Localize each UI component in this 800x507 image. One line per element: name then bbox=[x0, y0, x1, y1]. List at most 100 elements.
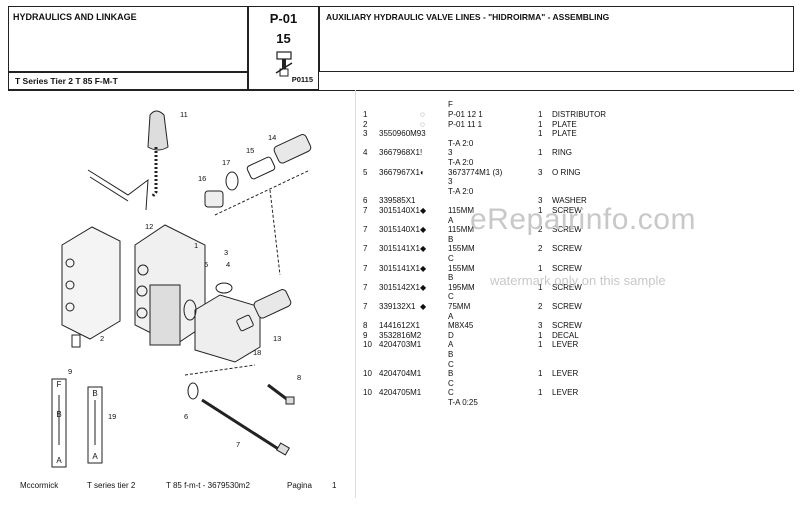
description: SCREW bbox=[552, 206, 582, 215]
part-number: 3015141X1 bbox=[379, 263, 420, 273]
reference: B bbox=[448, 234, 454, 244]
part-number: 4204704M1 bbox=[379, 369, 422, 379]
quantity: 1 bbox=[538, 129, 543, 139]
callout: 1 bbox=[194, 241, 198, 250]
page-code: P-01 bbox=[269, 11, 298, 26]
indicator-right-a: A bbox=[92, 452, 98, 461]
indicator-left-b: B bbox=[56, 410, 61, 419]
column-divider bbox=[355, 90, 356, 498]
quantity: 1 bbox=[538, 282, 543, 292]
reference: 115MM bbox=[448, 206, 475, 215]
circle-icon: ◌ bbox=[420, 119, 425, 129]
reference: P-01 11 1 bbox=[448, 119, 483, 129]
diamond-icon: ◆ bbox=[420, 244, 427, 254]
callout: 9 bbox=[68, 367, 72, 376]
section-header: HYDRAULICS AND LINKAGE bbox=[8, 6, 248, 72]
diamond-icon: ◆ bbox=[420, 206, 427, 215]
description: LEVER bbox=[552, 388, 579, 398]
callout: 8 bbox=[297, 373, 301, 382]
dotcircle-icon: ◐ bbox=[420, 167, 425, 177]
quantity: 3 bbox=[538, 196, 543, 206]
description: PLATE bbox=[552, 119, 577, 129]
figure-ref: P0115 bbox=[291, 75, 313, 84]
description: O RING bbox=[552, 167, 581, 177]
quantity: 2 bbox=[538, 302, 543, 311]
description: SCREW bbox=[552, 282, 582, 292]
callout: 11 bbox=[180, 110, 188, 119]
reference: A bbox=[448, 340, 454, 350]
diamond-icon: ◆ bbox=[420, 282, 427, 292]
item-number: 7 bbox=[363, 263, 368, 273]
part-number: 3667968X1 bbox=[379, 148, 420, 158]
footer-series: T series tier 2 bbox=[87, 481, 136, 490]
callout: 3 bbox=[224, 248, 228, 257]
circle-icon: ◌ bbox=[420, 110, 425, 119]
item-number: 8 bbox=[363, 321, 368, 331]
quantity: 1 bbox=[538, 263, 543, 273]
callout: 18 bbox=[253, 348, 261, 357]
description: PLATE bbox=[552, 129, 577, 139]
item-number: 5 bbox=[363, 167, 368, 177]
item-number: 4 bbox=[363, 148, 368, 158]
part-number: 3015142X1 bbox=[379, 282, 420, 292]
footer-page-label: Pagina bbox=[287, 481, 312, 490]
reference: 3 bbox=[448, 177, 453, 187]
part-number: 3667967X1 bbox=[379, 167, 420, 177]
part-number: 3550960M93 bbox=[379, 129, 426, 139]
callout: 19 bbox=[108, 412, 116, 421]
reference: B bbox=[448, 369, 454, 379]
quantity: 1 bbox=[538, 206, 543, 215]
page-code-box: P-01 15 P0115 bbox=[248, 6, 319, 90]
reference: B bbox=[448, 273, 454, 283]
item-number: 7 bbox=[363, 225, 368, 235]
series-box: T Series Tier 2 T 85 F-M-T bbox=[8, 72, 248, 90]
callout: 12 bbox=[145, 222, 153, 231]
diamond-icon: ◆ bbox=[420, 302, 427, 311]
quantity: 3 bbox=[538, 167, 543, 177]
indicator-left-a: A bbox=[56, 456, 62, 465]
item-number: 7 bbox=[363, 282, 368, 292]
callout: 15 bbox=[246, 146, 254, 155]
part-number: 4204705M1 bbox=[379, 388, 422, 398]
callout: 2 bbox=[100, 334, 104, 343]
diamond-icon: ◆ bbox=[420, 225, 427, 235]
quantity: 1 bbox=[538, 119, 543, 129]
reference: C bbox=[448, 378, 454, 388]
part-number: 339585X1 bbox=[379, 196, 416, 206]
reference: 3 bbox=[448, 148, 453, 158]
part-number: 339132X1 bbox=[379, 302, 416, 311]
footer-brand: Mccormick bbox=[20, 481, 59, 490]
part-number: 3015140X1 bbox=[379, 206, 420, 215]
callout: 5 bbox=[204, 260, 208, 269]
description: LEVER bbox=[552, 369, 579, 379]
reference: D bbox=[448, 330, 454, 340]
reference: C bbox=[448, 292, 454, 302]
description: DISTRIBUTOR bbox=[552, 110, 607, 119]
item-number: 10 bbox=[363, 369, 372, 379]
section-title: HYDRAULICS AND LINKAGE bbox=[13, 12, 137, 22]
reference: T-A 2:0 bbox=[448, 186, 474, 196]
reference: 115MM bbox=[448, 225, 475, 235]
quantity: 1 bbox=[538, 330, 543, 340]
description: SCREW bbox=[552, 244, 582, 254]
quantity: 1 bbox=[538, 340, 543, 350]
series-label: T Series Tier 2 T 85 F-M-T bbox=[15, 76, 118, 86]
item-number: 2 bbox=[363, 119, 368, 129]
item-number: 6 bbox=[363, 196, 368, 206]
footer-model: T 85 f-m-t - 3679530m2 bbox=[166, 481, 250, 490]
callout: 6 bbox=[184, 412, 188, 421]
exclaim-icon: ! bbox=[420, 148, 423, 158]
item-number: 7 bbox=[363, 206, 368, 215]
description: LEVER bbox=[552, 340, 579, 350]
quantity: 1 bbox=[538, 388, 543, 398]
quantity: 1 bbox=[538, 369, 543, 379]
reference: 75MM bbox=[448, 302, 471, 311]
reference: 3673774M1 (3) bbox=[448, 167, 503, 177]
quantity: 2 bbox=[538, 244, 543, 254]
item-number: 7 bbox=[363, 244, 368, 254]
callout: 17 bbox=[222, 158, 230, 167]
description: DECAL bbox=[552, 330, 579, 340]
exploded-diagram: F B A B A 11 14 15 17 16 12 1 3 5 4 2 13… bbox=[51, 110, 312, 468]
reference: C bbox=[448, 359, 454, 369]
quantity: 3 bbox=[538, 321, 543, 331]
